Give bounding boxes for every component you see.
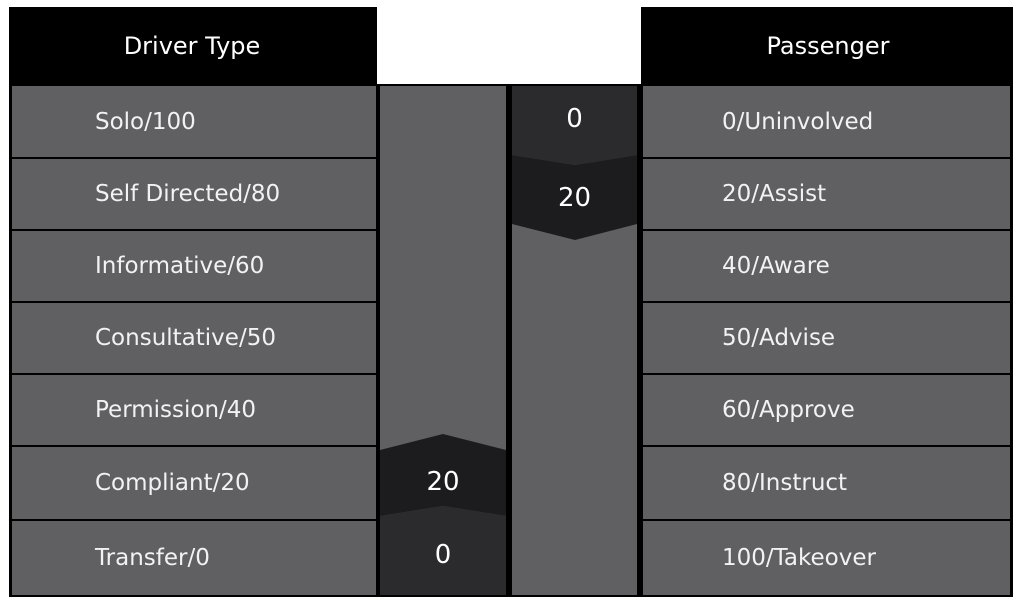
- driver-end-value: 0: [434, 540, 452, 570]
- passenger-header: Passenger: [766, 31, 890, 60]
- passenger-start-value: 0: [566, 104, 583, 134]
- passenger-level-row: 60/Approve: [643, 375, 1010, 445]
- driver-end-block: [380, 506, 506, 595]
- driver-type-row: Permission/40: [12, 375, 376, 445]
- passenger-level-row: 80/Instruct: [643, 447, 1010, 519]
- driver-type-row: Consultative/50: [12, 303, 376, 373]
- driver-marker-value: 20: [426, 467, 460, 497]
- level-markers: [380, 86, 637, 595]
- passenger-level-row: 50/Advise: [643, 303, 1010, 373]
- passenger-level-row: 40/Aware: [643, 231, 1010, 301]
- driver-marker-chevron: [380, 434, 506, 516]
- passenger-level-row: 20/Assist: [643, 159, 1010, 229]
- passenger-marker-value: 20: [557, 183, 592, 213]
- passenger-start-block: [512, 86, 637, 165]
- driver-type-row: Transfer/0: [12, 521, 376, 595]
- passenger-level-row: 100/Takeover: [643, 521, 1010, 595]
- driver-type-header: Driver Type: [123, 31, 261, 60]
- passenger-marker-chevron: [512, 155, 637, 240]
- driver-type-row: Self Directed/80: [12, 159, 376, 229]
- middle-header-blank: [377, 7, 641, 84]
- driver-type-row: Solo/100: [12, 86, 376, 157]
- driver-type-row: Compliant/20: [12, 447, 376, 519]
- diagram-frame: Driver Type Passenger Solo/100 Self Dire…: [9, 7, 1013, 597]
- driver-type-row: Informative/60: [12, 231, 376, 301]
- passenger-level-row: 0/Uninvolved: [643, 86, 1010, 157]
